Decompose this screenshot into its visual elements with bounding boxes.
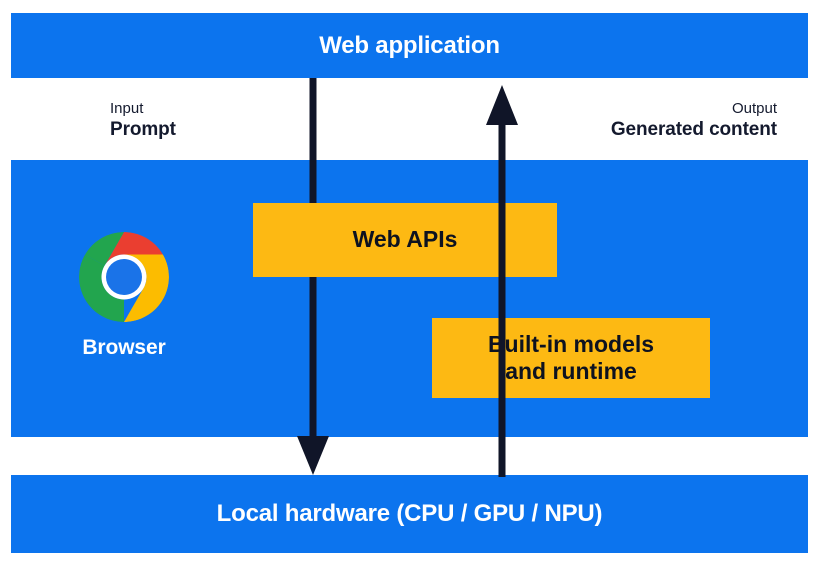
local-hardware-label: Local hardware (CPU / GPU / NPU) <box>216 500 603 527</box>
web-application-label: Web application <box>319 31 500 59</box>
built-in-models-line1: Built-in models <box>487 330 655 357</box>
chrome-logo-icon <box>79 232 169 322</box>
output-value: Generated content <box>610 119 777 141</box>
web-apis-box[interactable]: Web APIs <box>253 203 557 277</box>
local-hardware-band: Local hardware (CPU / GPU / NPU) <box>11 475 808 553</box>
built-in-models-line2: and runtime <box>505 358 637 384</box>
browser-block: Browser <box>44 232 204 360</box>
built-in-models-box[interactable]: Built-in models and runtime <box>432 318 710 398</box>
web-apis-label: Web APIs <box>352 226 458 253</box>
browser-label: Browser <box>82 336 166 359</box>
input-kicker: Input <box>110 100 144 117</box>
web-application-band: Web application <box>11 13 808 78</box>
input-value: Prompt <box>110 119 176 141</box>
built-in-models-label: Built-in models and runtime <box>488 331 654 385</box>
input-caption: Input Prompt <box>110 99 176 143</box>
output-kicker: Output <box>731 100 777 117</box>
arrow-up-icon <box>486 85 518 477</box>
output-caption: Output Generated content <box>611 99 777 143</box>
